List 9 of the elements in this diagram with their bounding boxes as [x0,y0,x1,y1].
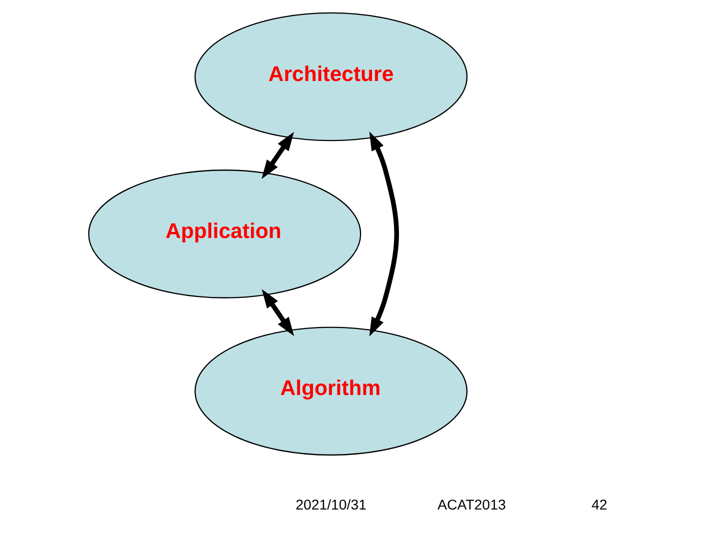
arrow [262,132,294,179]
arrow [262,289,294,336]
label: ACAT2013 [438,497,506,514]
label: 2021/10/31 [296,497,367,514]
node-ellipse: Architecture [194,12,468,142]
arrow [369,131,399,336]
label: 42 [591,497,608,514]
node-ellipse: Application [88,170,362,298]
node-ellipse: Algorithm [194,326,468,456]
